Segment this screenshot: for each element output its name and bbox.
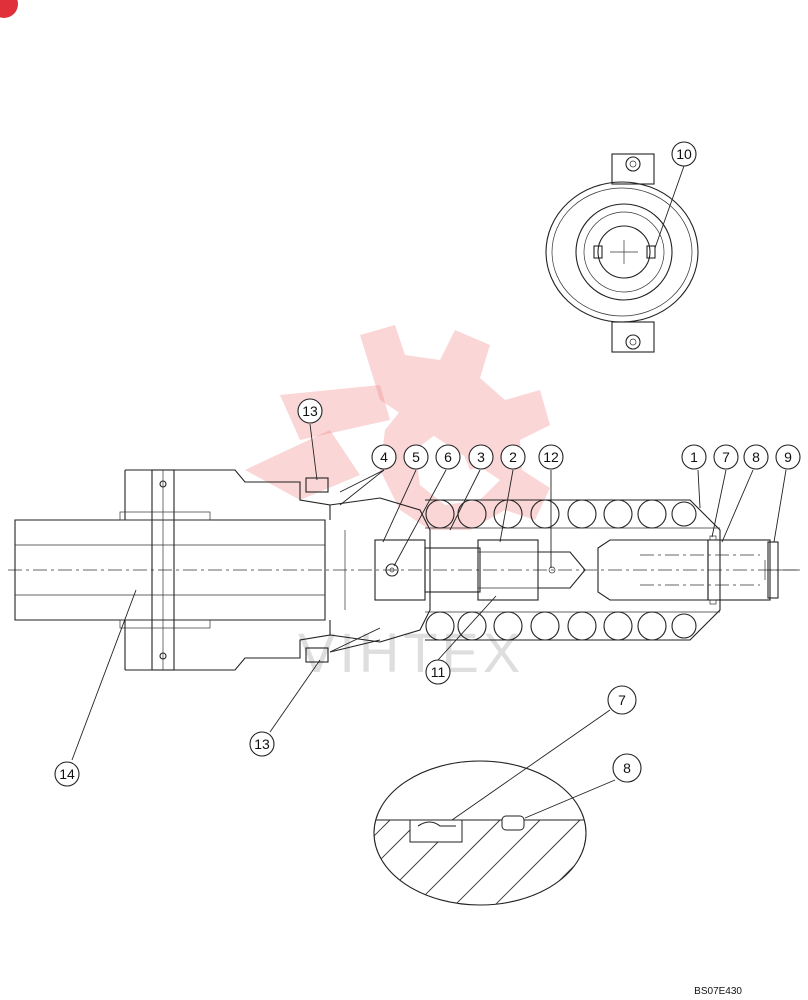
svg-text:8: 8	[752, 449, 760, 465]
callout-8: 8	[743, 444, 769, 470]
callout-7: 7	[713, 444, 739, 470]
main-assembly	[8, 469, 800, 671]
callout-2: 2	[500, 444, 526, 470]
callout-3: 3	[468, 444, 494, 470]
callout-5: 5	[403, 444, 429, 470]
svg-text:3: 3	[477, 449, 485, 465]
callout-13-upper: 13	[297, 398, 323, 424]
svg-text:4: 4	[380, 449, 388, 465]
svg-text:14: 14	[59, 766, 75, 782]
svg-text:2: 2	[509, 449, 517, 465]
svg-text:7: 7	[722, 449, 730, 465]
callout-10: 10	[671, 141, 697, 167]
ball-row-lower	[425, 611, 697, 641]
callout-13-lower: 13	[249, 731, 275, 757]
corner-badge	[0, 0, 18, 18]
svg-text:8: 8	[623, 760, 631, 776]
svg-text:13: 13	[302, 403, 318, 419]
callout-12: 12	[538, 444, 564, 470]
svg-text:5: 5	[412, 449, 420, 465]
callout-14: 14	[54, 761, 80, 787]
svg-text:13: 13	[254, 736, 270, 752]
callout-7-detail: 7	[607, 685, 637, 715]
seal-detail-view	[373, 760, 587, 906]
callout-1: 1	[681, 444, 707, 470]
svg-text:10: 10	[676, 146, 692, 162]
svg-text:12: 12	[543, 449, 559, 465]
watermark-gear-logo	[245, 325, 550, 530]
callout-9: 9	[775, 444, 801, 470]
callout-8-detail: 8	[612, 753, 642, 783]
watermark-text: VIHTEX	[298, 621, 524, 684]
end-view-detail	[545, 153, 699, 353]
svg-text:1: 1	[690, 449, 698, 465]
svg-text:7: 7	[618, 692, 626, 708]
callout-11: 11	[425, 659, 451, 685]
svg-text:6: 6	[444, 449, 452, 465]
leader-lines	[71, 165, 787, 821]
drawing-code: BS07E430	[694, 986, 742, 997]
svg-text:11: 11	[431, 664, 446, 680]
callout-6: 6	[435, 444, 461, 470]
svg-text:9: 9	[784, 449, 792, 465]
callout-4: 4	[371, 444, 397, 470]
